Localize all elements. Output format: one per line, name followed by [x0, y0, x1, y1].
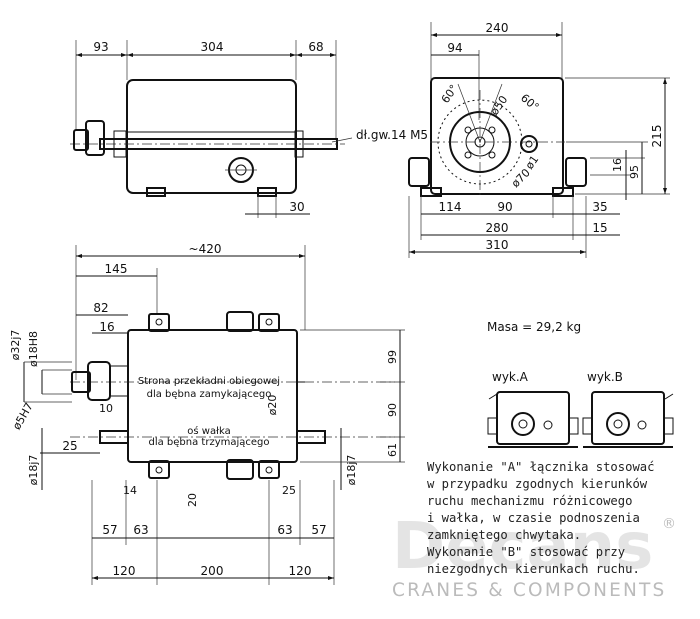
dim-25-left: 25	[62, 439, 77, 453]
dim-20-dia: ø20	[266, 395, 279, 416]
dim-63-right: 63	[277, 523, 292, 537]
dim-30: 30	[289, 200, 304, 214]
dim-280: 280	[486, 221, 509, 235]
note-line-5: zamkniętego chwytaka.	[427, 528, 581, 542]
dim-68: 68	[308, 40, 323, 54]
label-top-1: Strona przekładni obiegowej	[138, 376, 280, 387]
dim-20: 20	[186, 493, 199, 507]
dim-215: 215	[650, 125, 664, 148]
dim-120-left: 120	[113, 564, 136, 578]
dim-57-right: 57	[311, 523, 326, 537]
dim-114: 114	[439, 200, 462, 214]
dim-93: 93	[93, 40, 108, 54]
label-top-2: dla bębna zamykającego	[147, 389, 272, 400]
dim-16: 16	[611, 158, 624, 172]
dim-420: ~420	[189, 242, 222, 256]
dim-90-v: 90	[386, 403, 399, 417]
top-view: ~420 145 82 16 Strona przekładni obiegow…	[9, 242, 405, 585]
variant-b: wyk.B	[582, 370, 674, 448]
dim-57-left: 57	[102, 523, 117, 537]
variant-a: wyk.A	[487, 370, 579, 448]
dim-200: 200	[201, 564, 224, 578]
dim-99: 99	[386, 350, 399, 364]
dim-95: 95	[628, 165, 641, 179]
dim-63-left: 63	[133, 523, 148, 537]
note-line-7: niezgodnych kierunkach ruchu.	[427, 562, 640, 576]
variant-a-label: wyk.A	[492, 370, 529, 384]
dim-61: 61	[386, 443, 399, 457]
dia-1: ø1	[523, 153, 542, 172]
dim-10: 10	[99, 402, 113, 415]
dim-35: 35	[592, 200, 607, 214]
note-line-2: w przypadku zgodnych kierunków	[427, 477, 648, 491]
dim-25-right: 25	[282, 484, 296, 497]
dim-310: 310	[486, 238, 509, 252]
front-view: 93 304 68 30 dł.gw.14 M5	[70, 40, 428, 218]
dim-18j7-right: ø18j7	[345, 455, 358, 486]
dim-304: 304	[201, 40, 224, 54]
dim-120-right: 120	[289, 564, 312, 578]
side-view: 240 94 60° 60° ø50 ø70 ø1	[408, 21, 670, 258]
mass-label: Masa = 29,2 kg	[487, 320, 581, 334]
dim-240: 240	[486, 21, 509, 35]
watermark: Decans ® CRANES & COMPONENTS	[392, 510, 676, 601]
note-line-6: Wykonanie "B" stosować przy	[427, 545, 625, 559]
watermark-registered: ®	[662, 516, 676, 532]
note-block: Wykonanie "A" łącznika stosować w przypa…	[427, 460, 654, 576]
dim-14: 14	[123, 484, 137, 497]
dim-32j7: ø32j7	[9, 330, 22, 361]
dim-90: 90	[497, 200, 512, 214]
dim-15: 15	[592, 221, 607, 235]
dim-16: 16	[99, 320, 114, 334]
label-bot-1: oś wałka	[187, 425, 230, 437]
dim-145: 145	[105, 262, 128, 276]
dim-5h7: ø5H7	[10, 400, 36, 432]
watermark-tagline: CRANES & COMPONENTS	[392, 580, 667, 601]
angle-left: 60°	[439, 82, 461, 105]
dim-94: 94	[447, 41, 462, 55]
note-line-1: Wykonanie "A" łącznika stosować	[427, 460, 654, 474]
dim-18j7-left: ø18j7	[27, 455, 40, 486]
dim-82: 82	[93, 301, 108, 315]
angle-right: 60°	[518, 91, 541, 113]
note-line-3: ruchu mechanizmu różnicowego	[427, 494, 632, 508]
variant-b-label: wyk.B	[587, 370, 623, 384]
watermark-brand: Decans	[392, 510, 653, 584]
note-line-4: i wałka, w czasie podnoszenia	[427, 511, 640, 525]
dim-18h8: ø18H8	[27, 331, 40, 367]
thread-label: dł.gw.14 M5	[356, 128, 428, 142]
label-bot-2: dla bębna trzymającego	[148, 437, 269, 448]
